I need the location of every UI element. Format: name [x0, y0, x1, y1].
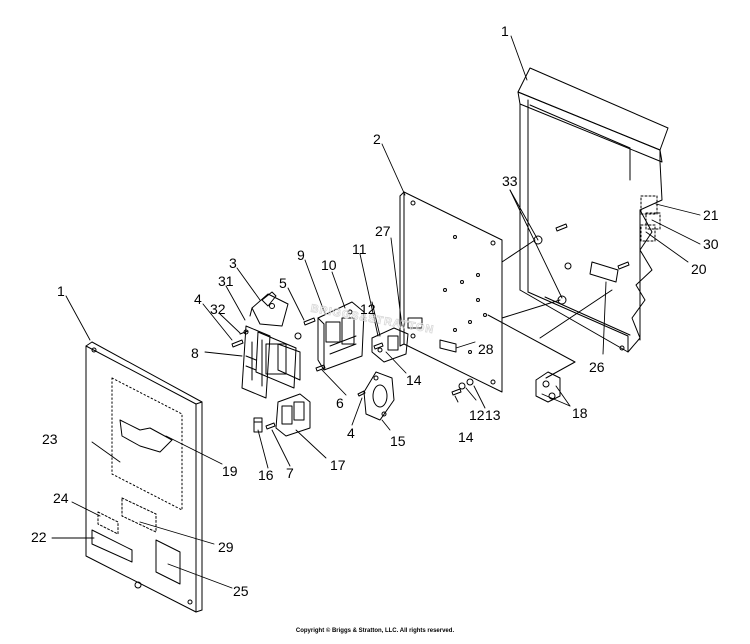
callout-29: 29 — [218, 539, 234, 555]
front-cover — [85, 341, 203, 613]
callout-10: 10 — [321, 257, 337, 273]
callout-7: 7 — [286, 465, 294, 481]
relay-bracket — [371, 327, 409, 363]
callout-20: 20 — [691, 261, 707, 277]
callout-30: 30 — [703, 236, 719, 252]
callout-8: 8 — [191, 345, 199, 361]
callout-23: 23 — [42, 431, 58, 447]
copyright-notice: Copyright © Briggs & Stratton, LLC. All … — [295, 628, 455, 634]
callout-4-left: 4 — [194, 291, 202, 307]
callout-24: 24 — [53, 490, 69, 506]
callout-12-upper: 12 — [360, 301, 376, 317]
callout-17: 17 — [330, 457, 346, 473]
callout-14-lower: 14 — [458, 429, 474, 445]
relay-board — [317, 301, 365, 371]
leader-lines — [51, 35, 701, 589]
callout-25: 25 — [233, 583, 249, 599]
control-board — [241, 325, 302, 399]
enclosure-box — [517, 67, 669, 353]
callout-19: 19 — [222, 463, 238, 479]
mounting-plate — [399, 191, 613, 393]
callout-28: 28 — [478, 341, 494, 357]
callout-3: 3 — [229, 255, 237, 271]
callout-12-lower: 12 — [469, 407, 485, 423]
callout-1-cover: 1 — [57, 283, 65, 299]
terminal-lugs — [535, 371, 561, 403]
callout-21: 21 — [703, 207, 719, 223]
callout-6: 6 — [336, 395, 344, 411]
callout-18: 18 — [572, 405, 588, 421]
callout-labels: 1 1 2 3 4 4 5 6 7 8 9 10 11 12 12 13 14 … — [31, 23, 719, 599]
screws — [231, 223, 630, 430]
callout-22: 22 — [31, 529, 47, 545]
callout-2: 2 — [373, 131, 381, 147]
callout-33: 33 — [502, 173, 518, 189]
callout-11: 11 — [352, 241, 367, 257]
callout-26: 26 — [589, 359, 605, 375]
callout-14-upper: 14 — [406, 372, 422, 388]
connector — [363, 371, 395, 421]
breaker — [275, 393, 311, 437]
bracket — [249, 291, 289, 327]
callout-27: 27 — [375, 223, 391, 239]
callout-32: 32 — [210, 301, 226, 317]
callout-1-enclosure: 1 — [501, 23, 509, 39]
callout-15: 15 — [390, 433, 406, 449]
callout-5: 5 — [279, 275, 287, 291]
callout-13: 13 — [485, 407, 501, 423]
callout-31: 31 — [218, 273, 234, 289]
callout-9: 9 — [297, 247, 305, 263]
callout-16: 16 — [258, 467, 274, 483]
callout-4-right: 4 — [347, 425, 355, 441]
fuse — [253, 417, 263, 433]
